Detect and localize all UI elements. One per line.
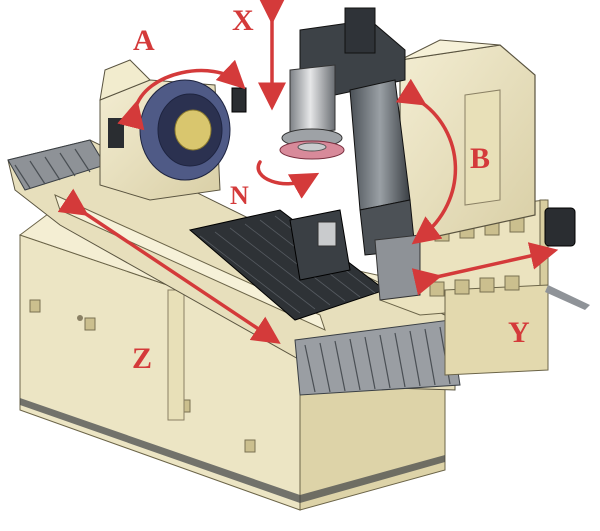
- axis-labels: A X B N Z Y: [132, 4, 530, 375]
- y-axis-arrow: [411, 242, 559, 296]
- column-housing: [399, 39, 536, 241]
- a-axis-rotation-arrow: [117, 59, 246, 131]
- axis-label-a: A: [133, 24, 155, 57]
- n-axis-rotation-arrow: [256, 160, 320, 199]
- axis-label-n: N: [230, 181, 249, 210]
- axis-label-y: Y: [508, 316, 530, 349]
- axis-label-z: Z: [132, 342, 152, 375]
- z-axis-arrow: [57, 188, 281, 344]
- axis-label-x: X: [232, 4, 254, 37]
- axis-label-b: B: [470, 142, 490, 175]
- motion-arrows: [57, 0, 559, 344]
- b-axis-rotation-arrow: [395, 78, 458, 245]
- workhead-a-axis: [99, 59, 247, 201]
